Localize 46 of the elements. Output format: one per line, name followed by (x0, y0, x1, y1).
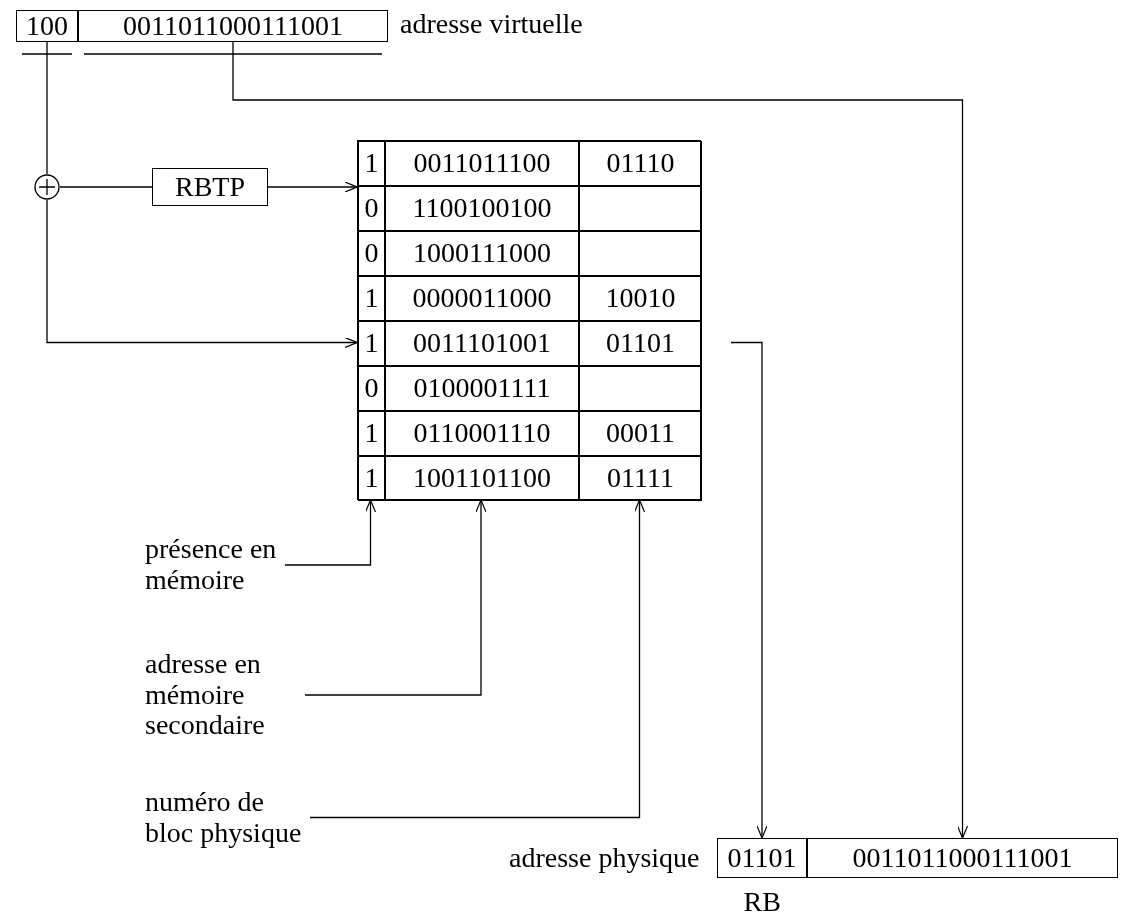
table-cell: 0011101001 (385, 321, 579, 366)
arrow (232, 41, 969, 839)
arrow (46, 199, 358, 349)
arrow (284, 499, 377, 566)
address-field: 100 (16, 10, 78, 42)
table-cell: 0 (358, 231, 385, 276)
connector-line (46, 41, 48, 175)
table-cell: 1 (358, 456, 385, 501)
table-cell: 0110001110 (385, 411, 579, 456)
table-cell (579, 186, 702, 231)
table-cell: 10010 (579, 276, 702, 321)
arrow (304, 499, 487, 696)
table-cell: 01110 (579, 141, 702, 186)
table-cell: 00011 (579, 411, 702, 456)
table-cell: 1 (358, 141, 385, 186)
annotation-text: présence en mémoire (145, 530, 285, 600)
caption-text: adresse physique (509, 842, 700, 875)
table-cell: 0000011000 (385, 276, 579, 321)
adder-symbol (34, 174, 60, 200)
table-cell: 1001101100 (385, 456, 579, 501)
annotation-text: numéro de bloc physique (145, 780, 310, 855)
table-cell: 01111 (579, 456, 702, 501)
table-cell: 1 (358, 276, 385, 321)
annotation-text: adresse en mémoire secondaire (145, 640, 305, 750)
table-cell (579, 231, 702, 276)
table-cell: 0 (358, 366, 385, 411)
address-field: 0011011000111001 (78, 10, 388, 42)
field-caption: RB (743, 886, 781, 918)
table-cell: 1100100100 (385, 186, 579, 231)
table-cell: 0100001111 (385, 366, 579, 411)
table-cell: 0 (358, 186, 385, 231)
table-cell (579, 366, 702, 411)
table-cell: 01101 (579, 321, 702, 366)
caption-text: adresse virtuelle (400, 8, 583, 41)
connector-line (59, 186, 153, 188)
page-table (357, 140, 701, 500)
table-cell: 0011011100 (385, 141, 579, 186)
address-field: 0011011000111001 (807, 838, 1118, 878)
arrow (267, 181, 358, 193)
table-cell: 1000111000 (385, 231, 579, 276)
table-cell: 1 (358, 411, 385, 456)
address-field: 01101 (717, 838, 807, 878)
table-cell: 1 (358, 321, 385, 366)
register-box: RBTP (152, 168, 268, 206)
arrow (309, 499, 646, 819)
arrow (730, 341, 768, 839)
